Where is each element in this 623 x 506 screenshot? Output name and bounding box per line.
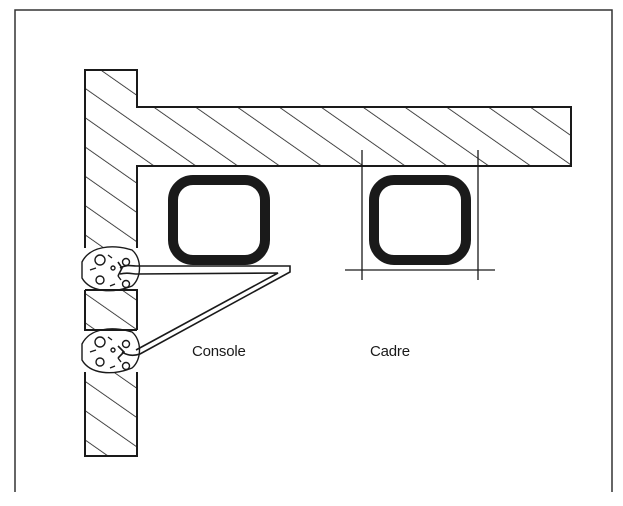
anchor-upper bbox=[81, 246, 141, 292]
wall-and-ceiling bbox=[84, 69, 572, 457]
figure-border bbox=[14, 9, 613, 492]
label-console: Console bbox=[192, 343, 246, 360]
anchor-lower bbox=[81, 328, 141, 374]
duct-cadre bbox=[369, 175, 471, 265]
duct-console bbox=[168, 175, 270, 265]
cadre-frame bbox=[345, 150, 495, 280]
ceiling-outline bbox=[84, 69, 572, 248]
label-cadre: Cadre bbox=[370, 343, 410, 360]
wall-segment-lower-outline bbox=[84, 372, 138, 457]
console-bracket bbox=[117, 261, 291, 359]
